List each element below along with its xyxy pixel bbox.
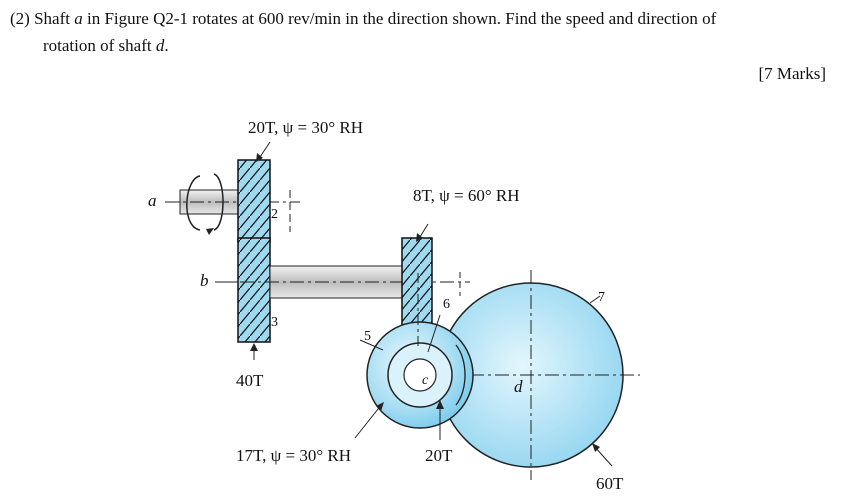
- gear-2: [237, 159, 271, 243]
- shaft-a-italic: a: [74, 9, 83, 28]
- question-text: (2) Shaft a in Figure Q2-1 rotates at 60…: [10, 6, 835, 32]
- shaft-c-label: c: [422, 373, 429, 388]
- shaft-a-label: a: [148, 191, 157, 210]
- question-line2-post: .: [164, 36, 169, 55]
- gear-7-number: 7: [598, 290, 605, 305]
- question-number: (2): [10, 9, 30, 28]
- gear-3-teeth: 40T: [236, 371, 264, 390]
- gear-4: [401, 237, 433, 327]
- gear-5-number: 5: [364, 329, 371, 344]
- gear-2-number: 2: [271, 207, 278, 222]
- gear-4-spec: 8T, ψ = 60° RH: [413, 186, 520, 205]
- gear-5-spec: 17T, ψ = 30° RH: [236, 446, 351, 465]
- gear-2-spec: 20T, ψ = 30° RH: [248, 118, 363, 137]
- gear-6: [387, 342, 466, 408]
- question-text-line2: rotation of shaft d.: [43, 34, 169, 58]
- shaft-b-label: b: [200, 271, 209, 290]
- marks-label: [7 Marks]: [758, 64, 826, 83]
- gear-6-number: 6: [443, 297, 450, 312]
- gear-7-teeth: 60T: [596, 474, 624, 493]
- gear-3: [237, 237, 271, 343]
- gear-6-leader: [427, 314, 441, 353]
- leader-lines: [250, 141, 613, 467]
- gear-6-teeth: 20T: [425, 446, 453, 465]
- question-line1-post: in Figure Q2-1 rotates at 600 rev/min in…: [82, 9, 717, 28]
- shaft-a: [165, 173, 300, 235]
- question-line2-pre: rotation of shaft: [43, 36, 156, 55]
- shaft-d-label: d: [514, 377, 523, 396]
- shaft-d-italic: d: [155, 36, 165, 55]
- gear-3-number: 3: [271, 315, 278, 330]
- question-line1-pre: Shaft: [34, 9, 75, 28]
